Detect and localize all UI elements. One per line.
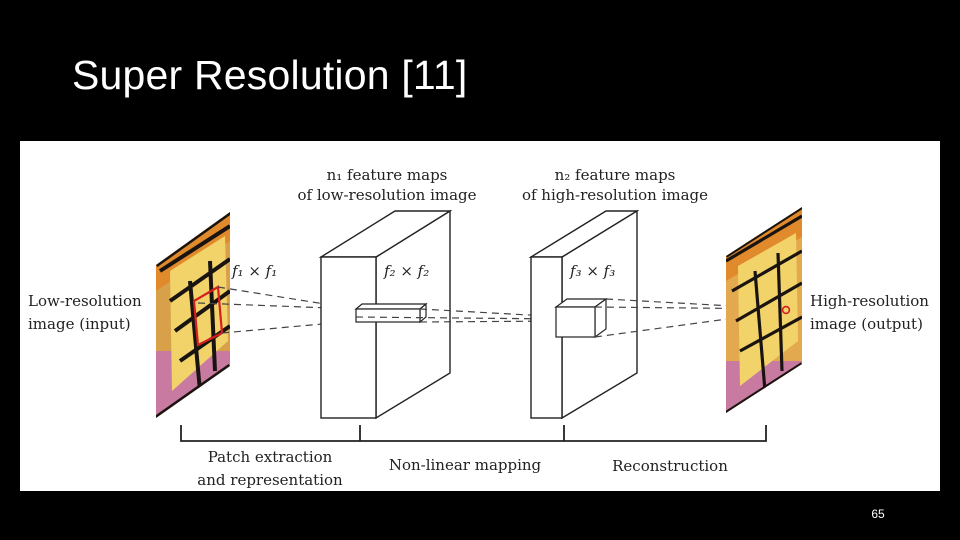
stage1-label-line1: Patch extraction: [207, 448, 333, 466]
layer1-patch: [354, 302, 428, 324]
filter2-label: f₂ × f₂: [384, 262, 430, 280]
stage-brackets: [180, 425, 767, 442]
diagram-graphics: [156, 207, 802, 442]
filter1-label: f₁ × f₁: [232, 262, 278, 280]
layer2-header-line2: of high-resolution image: [521, 186, 709, 204]
page-number: 65: [871, 507, 885, 521]
filter3-label: f₃ × f₃: [570, 262, 616, 280]
stage1-label-line2: and representation: [197, 471, 343, 489]
output-label-line2: image (output): [810, 315, 923, 333]
stage3-label: Reconstruction: [612, 457, 728, 475]
layer2-header-line1: n₂ feature maps: [554, 166, 676, 184]
layer2-cube: [554, 297, 608, 339]
output-pixel-highlight: [781, 305, 791, 315]
slide-title: Super Resolution [11]: [72, 52, 468, 98]
layer1-header-line2: of low-resolution image: [297, 186, 477, 204]
output-label-line1: High-resolution: [810, 292, 929, 310]
input-label-line1: Low-resolution: [28, 292, 142, 310]
stage2-label: Non-linear mapping: [388, 456, 542, 474]
layer1-header-line1: n₁ feature maps: [326, 166, 448, 184]
output-image: [726, 207, 802, 413]
srcnn-diagram: Low-resolution image (input) High-resolu…: [20, 141, 940, 491]
input-label-line2: image (input): [28, 315, 131, 333]
